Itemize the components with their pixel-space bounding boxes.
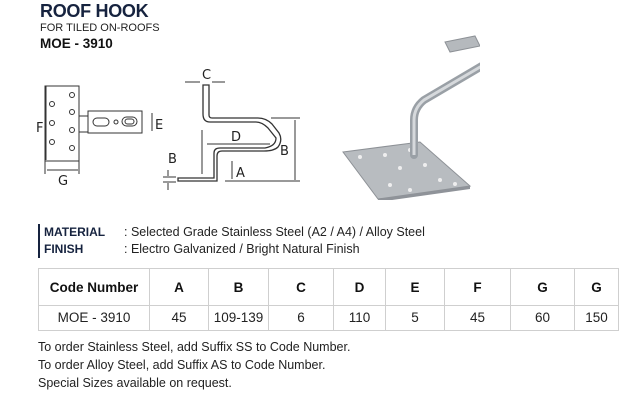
dimension-label-b-thickness: B <box>168 152 177 167</box>
cell-b: 109-139 <box>208 305 269 331</box>
dimension-label-c: C <box>202 68 211 83</box>
cell-g: 60 <box>510 305 575 331</box>
hook-side-view <box>177 84 282 182</box>
cell-code: MOE - 3910 <box>38 305 150 331</box>
header-code-number: Code Number <box>38 268 150 306</box>
cell-f: 45 <box>444 305 511 331</box>
spec-finish: FINISH : Electro Galvanized / Bright Nat… <box>44 241 425 258</box>
cell-e: 5 <box>385 305 445 331</box>
header-c: C <box>268 268 334 306</box>
dimensions-table: Code Number A B C D E F G G MOE - 3910 4… <box>38 268 619 331</box>
spec-value: : Electro Galvanized / Bright Natural Fi… <box>124 242 360 256</box>
header-g-2: G <box>574 268 619 306</box>
hook-arm-top-view <box>87 110 143 134</box>
plate-holes <box>49 92 75 151</box>
header-d: D <box>333 268 386 306</box>
table-header-row: Code Number A B C D E F G G <box>38 268 619 306</box>
table-row: MOE - 3910 45 109-139 6 110 5 45 60 150 <box>38 305 619 331</box>
product-subtitle: FOR TILED ON-ROOFS <box>40 22 160 34</box>
spec-label: FINISH <box>44 242 84 256</box>
header-g: G <box>510 268 575 306</box>
cell-a: 45 <box>149 305 209 331</box>
spec-value: : Selected Grade Stainless Steel (A2 / A… <box>124 225 425 239</box>
header-f: F <box>444 268 511 306</box>
material-specs: MATERIAL : Selected Grade Stainless Stee… <box>38 224 425 258</box>
note-alloy: To order Alloy Steel, add Suffix AS to C… <box>38 358 326 372</box>
cell-c: 6 <box>268 305 334 331</box>
dimension-label-e: E <box>155 118 163 133</box>
spec-material: MATERIAL : Selected Grade Stainless Stee… <box>44 224 425 241</box>
dimension-label-g: G <box>58 174 68 189</box>
roof-hook-product-image <box>342 35 480 200</box>
order-notes: To order Stainless Steel, add Suffix SS … <box>38 338 350 392</box>
dimension-label-d: D <box>231 130 241 145</box>
spec-label: MATERIAL <box>44 225 106 239</box>
header-e: E <box>385 268 445 306</box>
product-code: MOE - 3910 <box>40 36 113 51</box>
note-stainless: To order Stainless Steel, add Suffix SS … <box>38 340 351 354</box>
header-b: B <box>208 268 269 306</box>
dimension-label-b: B <box>280 144 289 159</box>
header-a: A <box>149 268 209 306</box>
dimension-label-a: A <box>236 166 245 181</box>
technical-drawing: F G E C D B B A <box>36 68 300 190</box>
product-title: ROOF HOOK <box>40 1 149 21</box>
cell-g-2: 150 <box>574 305 619 331</box>
dimension-label-f: F <box>36 121 43 136</box>
cell-d: 110 <box>333 305 386 331</box>
note-special-sizes: Special Sizes available on request. <box>38 376 232 390</box>
